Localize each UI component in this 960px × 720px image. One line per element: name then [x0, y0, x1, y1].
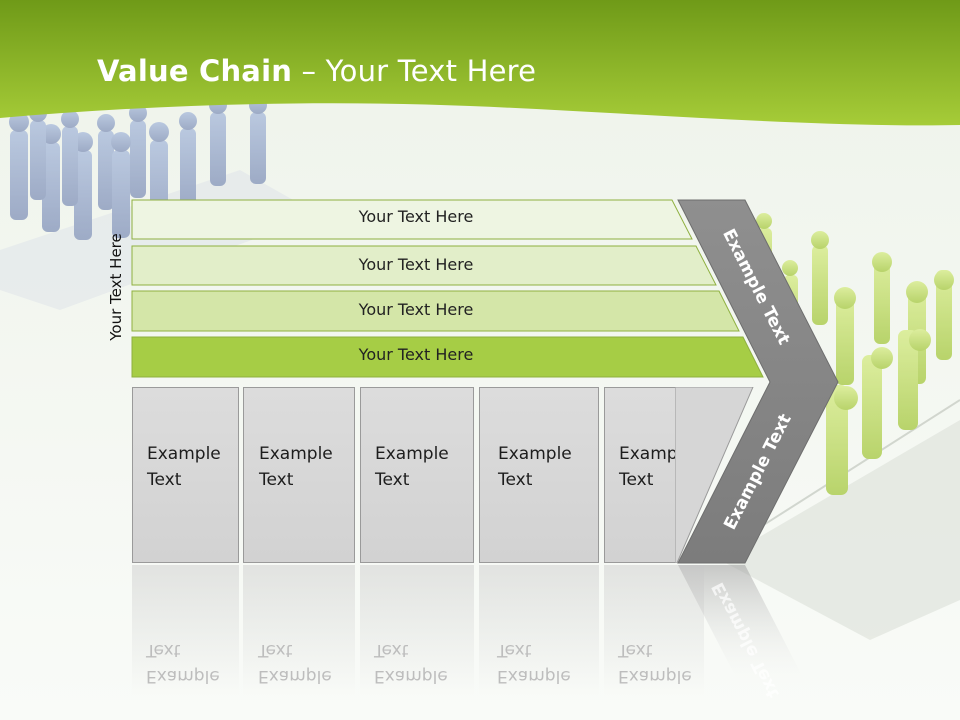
row-ribbon-3	[131, 290, 740, 332]
page-title: Value Chain – Your Text Here	[97, 54, 536, 88]
vertical-label: Your Text Here	[107, 233, 125, 341]
box-5-slant	[675, 387, 754, 563]
title-rest: – Your Text Here	[292, 54, 537, 88]
row-ribbon-2	[131, 245, 717, 286]
chevron-reflection	[678, 565, 812, 695]
row-label-3: Your Text Here	[358, 300, 474, 319]
row-label-1: Your Text Here	[358, 207, 474, 226]
title-bold: Value Chain	[97, 54, 293, 88]
row-ribbons	[131, 199, 764, 378]
left-figures-decoration	[0, 96, 320, 310]
chevron-arrow	[677, 199, 839, 564]
row-label-2: Your Text Here	[358, 255, 474, 274]
header-band	[0, 0, 960, 126]
row-ribbon-4	[131, 336, 764, 378]
row-ribbon-1	[131, 199, 693, 240]
row-label-4: Your Text Here	[358, 345, 474, 364]
